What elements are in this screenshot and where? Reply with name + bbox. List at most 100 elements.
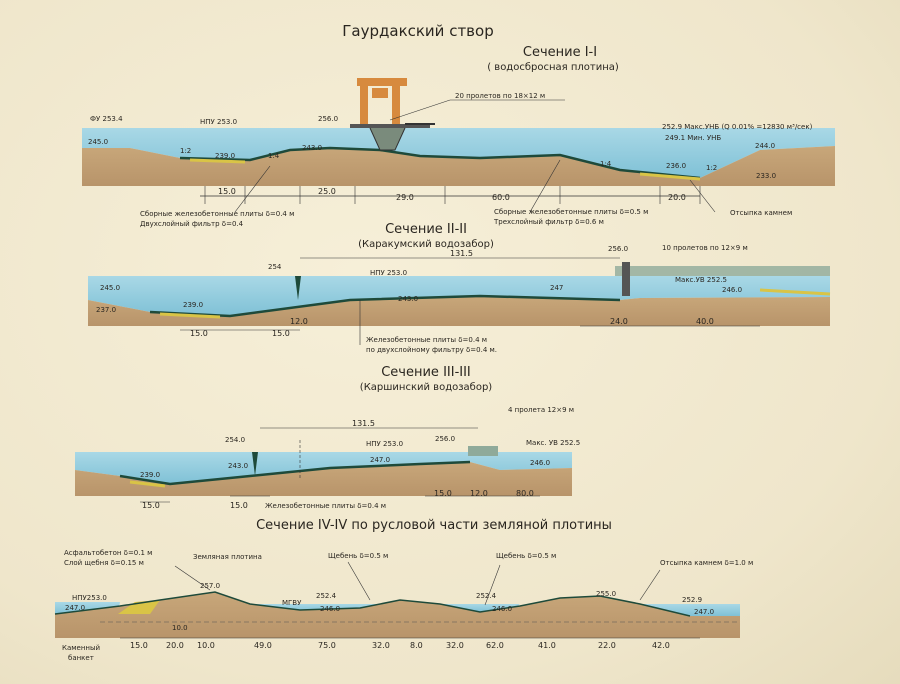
section-3-subtitle: (Каршинский водозабор) — [360, 382, 493, 393]
section-2-note-filter: по двухслойному фильтру δ=0.4 м. — [366, 346, 497, 354]
section-1-slope-3: 1:4 — [600, 160, 612, 168]
section-3-elev-243: 243.0 — [228, 462, 248, 470]
section-1-subtitle: ( водосбросная плотина) — [487, 62, 619, 73]
section-4-gravel-label: Слой щебня δ=0.15 м — [64, 559, 144, 567]
section-3-title: Сечение III-III — [381, 365, 471, 380]
section-2-subtitle: (Каракумский водозабор) — [358, 239, 494, 250]
section-3-span-label: 131.5 — [352, 419, 375, 428]
section-1-dim-20: 20.0 — [668, 193, 686, 202]
section-1-min-unb-label: 249.1 Мин. УНБ — [665, 134, 721, 142]
section-2-elev-237: 237.0 — [96, 306, 116, 314]
section-2-spans-label: 10 пролетов по 12×9 м — [662, 244, 748, 252]
section-1-crest-label: 256.0 — [318, 115, 338, 123]
section-2-pier-label: 254 — [268, 263, 282, 271]
section-3-spans-label: 4 пролета 12×9 м — [508, 406, 574, 414]
section-1-title: Сечение I-I — [523, 45, 597, 60]
section-4-diagram — [54, 561, 740, 639]
section-4-crushed-label-1: Щебень δ=0.5 м — [328, 552, 388, 560]
section-1-elev-244: 244.0 — [755, 142, 775, 150]
section-3-dim-80: 80.0 — [516, 489, 534, 498]
section-2-elev-245: 245.0 — [100, 284, 120, 292]
section-4-dam-body — [55, 592, 740, 638]
section-4-dim-7: 32.0 — [446, 641, 464, 650]
section-4-dam-label: Земляная плотина — [193, 553, 262, 561]
section-4-dim-9: 41.0 — [538, 641, 556, 650]
section-3-pier-label: 254.0 — [225, 436, 245, 444]
section-4-elev-257: 257.0 — [200, 582, 220, 590]
section-3-diagram — [75, 427, 572, 503]
section-4-water-right — [640, 604, 740, 616]
section-1-note-filter: Двухслойный фильтр δ=0.4 — [140, 220, 244, 228]
section-3-max-label: Макс. УВ 252.5 — [526, 439, 580, 447]
section-4-asphalt-label: Асфальтобетон δ=0.1 м — [64, 549, 152, 557]
section-1-dim-60: 60.0 — [492, 193, 510, 202]
section-4-depth-10: 10.0 — [172, 624, 188, 632]
section-1-note-riprap: Отсыпка камнем — [730, 209, 792, 217]
section-4-npu-label: НПУ253.0 — [72, 594, 107, 602]
section-4-elev-247-right: 247.0 — [694, 608, 714, 616]
section-2-dim-12: 12.0 — [290, 317, 308, 326]
section-1-fu-label: ФУ 253.4 — [90, 115, 123, 123]
section-3-elev-246: 246.0 — [530, 459, 550, 467]
section-1-slope-1: 1:2 — [180, 147, 191, 155]
section-2-crest-label: 256.0 — [608, 245, 628, 253]
section-4-elev-246a: 246.0 — [320, 605, 340, 613]
section-3-crest-label: 256.0 — [435, 435, 455, 443]
section-1-slope-4: 1:2 — [706, 164, 717, 172]
section-4-banquette-1: Каменный — [62, 644, 100, 652]
section-4-elev-255: 255.0 — [596, 590, 616, 598]
section-4-dim-2: 10.0 — [197, 641, 215, 650]
section-1-elev-239: 239.0 — [215, 152, 235, 160]
section-1-spans-label: 20 пролетов по 18×12 м — [455, 92, 545, 100]
section-2-elev-239: 239.0 — [183, 301, 203, 309]
section-2-dim-24: 24.0 — [610, 317, 628, 326]
section-4-elev-252-4a: 252.4 — [316, 592, 337, 600]
section-2-npu-label: НПУ 253.0 — [370, 269, 407, 277]
section-4-elev-252-4b: 252.4 — [476, 592, 497, 600]
section-1-slope-2: 1:4 — [268, 152, 280, 160]
section-1-max-unb-label: 252.9 Макс.УНБ (Q 0.01% =12830 м³/сек) — [662, 123, 813, 131]
section-1-npu-label: НПУ 253.0 — [200, 118, 237, 126]
section-1-note-plates: Сборные железобетонные плиты δ=0.4 м — [140, 210, 294, 218]
section-3-dim-15b: 15.0 — [230, 501, 248, 510]
section-4-dim-3: 49.0 — [254, 641, 272, 650]
section-3-elev-239: 239.0 — [140, 471, 160, 479]
section-1-note-plates-2: Сборные железобетонные плиты δ=0.5 м — [494, 208, 648, 216]
section-4-elev-252-9: 252.9 — [682, 596, 702, 604]
section-3-npu-label: НПУ 253.0 — [366, 440, 403, 448]
section-1-elev-233: 233.0 — [756, 172, 776, 180]
section-2-max-label: Макс.УВ 252.5 — [675, 276, 727, 284]
section-4-dim-0: 15.0 — [130, 641, 148, 650]
section-1-dim-25: 25.0 — [318, 187, 336, 196]
section-1-dim-29: 29.0 — [396, 193, 414, 202]
section-3-note-plates: Железобетонные плиты δ=0.4 м — [265, 502, 386, 510]
section-2-span-label: 131.5 — [450, 249, 473, 258]
section-2-dim-40: 40.0 — [696, 317, 714, 326]
section-4-dim-11: 42.0 — [652, 641, 670, 650]
section-4-dim-6: 8.0 — [410, 641, 423, 650]
section-2-elev-243: 243.0 — [398, 295, 418, 303]
section-4-dim-5: 32.0 — [372, 641, 390, 650]
section-2-dim-15a: 15.0 — [190, 329, 208, 338]
section-3-dim-15c: 15.0 — [434, 489, 452, 498]
section-1-elev-245: 245.0 — [88, 138, 108, 146]
section-4-elev-247-left: 247.0 — [65, 604, 85, 612]
section-2-elev-246: 246.0 — [722, 286, 742, 294]
section-1-elev-243: 243.0 — [302, 144, 322, 152]
section-4-mgvu-label: МГВУ — [282, 599, 302, 607]
section-3-soil — [75, 462, 572, 496]
section-4-dim-4: 75.0 — [318, 641, 336, 650]
section-2-soil — [88, 296, 830, 326]
section-1-note-filter-2: Трехслойный фильтр δ=0.6 м — [493, 218, 604, 226]
section-1-diagram — [82, 78, 835, 213]
section-1-dim-15: 15.0 — [218, 187, 236, 196]
section-2-dim-15b: 15.0 — [272, 329, 290, 338]
section-4-elev-246b: 246.0 — [492, 605, 512, 613]
section-4-dim-1: 20.0 — [166, 641, 184, 650]
section-2-elev-247: 247 — [550, 284, 563, 292]
section-3-dim-15a: 15.0 — [142, 501, 160, 510]
section-2-title: Сечение II-II — [385, 222, 467, 237]
section-1-elev-236: 236.0 — [666, 162, 686, 170]
